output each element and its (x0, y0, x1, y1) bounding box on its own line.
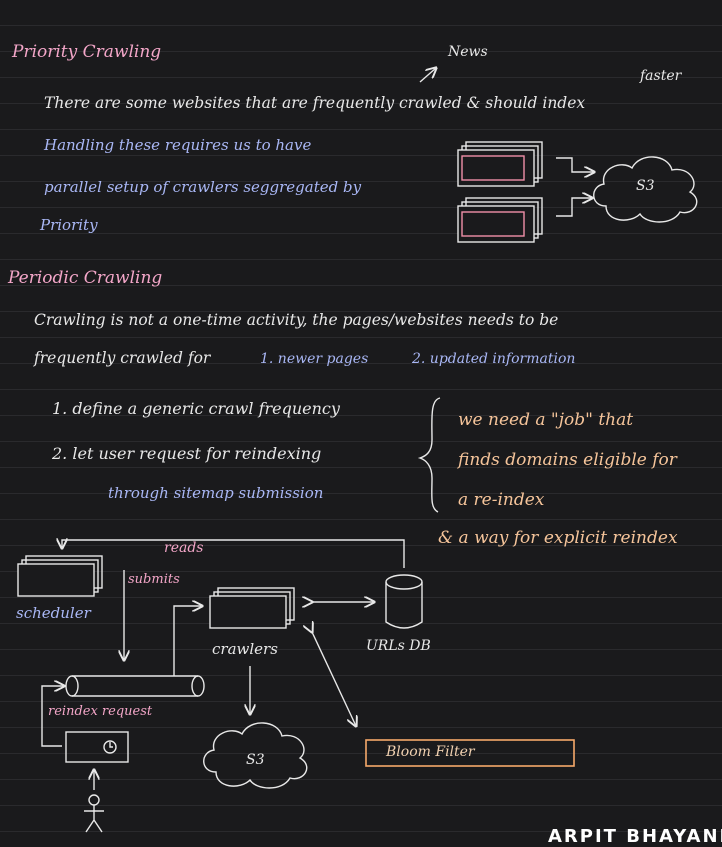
priority-line-3: parallel setup of crawlers seggregated b… (44, 178, 362, 196)
queue-to-crawlers-arrow (173, 606, 202, 676)
p1-to-s3-arrow (556, 198, 592, 217)
option-user-reindex: 2. let user request for reindexing (52, 444, 322, 463)
news-arrow (419, 68, 436, 83)
reindex-loop-arrow (41, 686, 64, 747)
option-generic-frequency: 1. define a generic crawl frequency (52, 399, 340, 418)
reindex-request-label: reindex request (48, 704, 153, 719)
scheduler-box (17, 555, 103, 597)
reads-arrow (62, 540, 405, 568)
urls-db-label: URLs DB (366, 638, 431, 654)
note-explicit-reindex: & a way for explicit reindex (438, 528, 678, 548)
bloom-filter-box (365, 739, 575, 767)
s3-cloud-bottom (203, 722, 308, 789)
queue-p1 (457, 197, 543, 243)
periodic-crawling-heading: Periodic Crawling (8, 268, 163, 288)
note-news: News (448, 44, 488, 60)
priority-line-2: Handling these requires us to have (44, 136, 312, 154)
crawlers-box (209, 587, 295, 629)
note-job: we need a "job" that (458, 410, 634, 430)
note-reindex: a re-index (458, 490, 545, 510)
scheduler-label: scheduler (16, 604, 91, 622)
submits-label: submits (128, 572, 180, 587)
crawlers-label: crawlers (212, 640, 278, 658)
note-faster: faster (640, 68, 682, 84)
priority-line-4: Priority (40, 216, 98, 234)
p0-to-s3-arrow (556, 157, 594, 172)
periodic-line-2: frequently crawled for (34, 349, 211, 367)
priority-line-1: There are some websites that are frequen… (44, 94, 586, 112)
reason-updated-information: 2. updated information (412, 351, 576, 367)
brace (417, 397, 441, 513)
bloom-filter-label: Bloom Filter (386, 744, 475, 760)
queue-p0 (457, 141, 543, 187)
s3-label-top: S3 (636, 178, 655, 194)
option-sitemap: through sitemap submission (108, 484, 324, 502)
urls-db-icon (385, 574, 423, 629)
reason-newer-pages: 1. newer pages (260, 351, 369, 367)
s3-label-bottom: S3 (246, 752, 265, 768)
priority-crawling-heading: Priority Crawling (12, 42, 162, 62)
reindex-queue (65, 675, 205, 697)
note-eligible: finds domains eligible for (458, 450, 677, 470)
submission-ui-box (65, 731, 129, 763)
periodic-line-1: Crawling is not a one-time activity, the… (34, 311, 559, 329)
s3-cloud-top (593, 156, 698, 223)
user-stick-figure (84, 794, 104, 833)
reads-label: reads (164, 540, 204, 556)
crawlers-bloom-arrow (312, 632, 356, 726)
